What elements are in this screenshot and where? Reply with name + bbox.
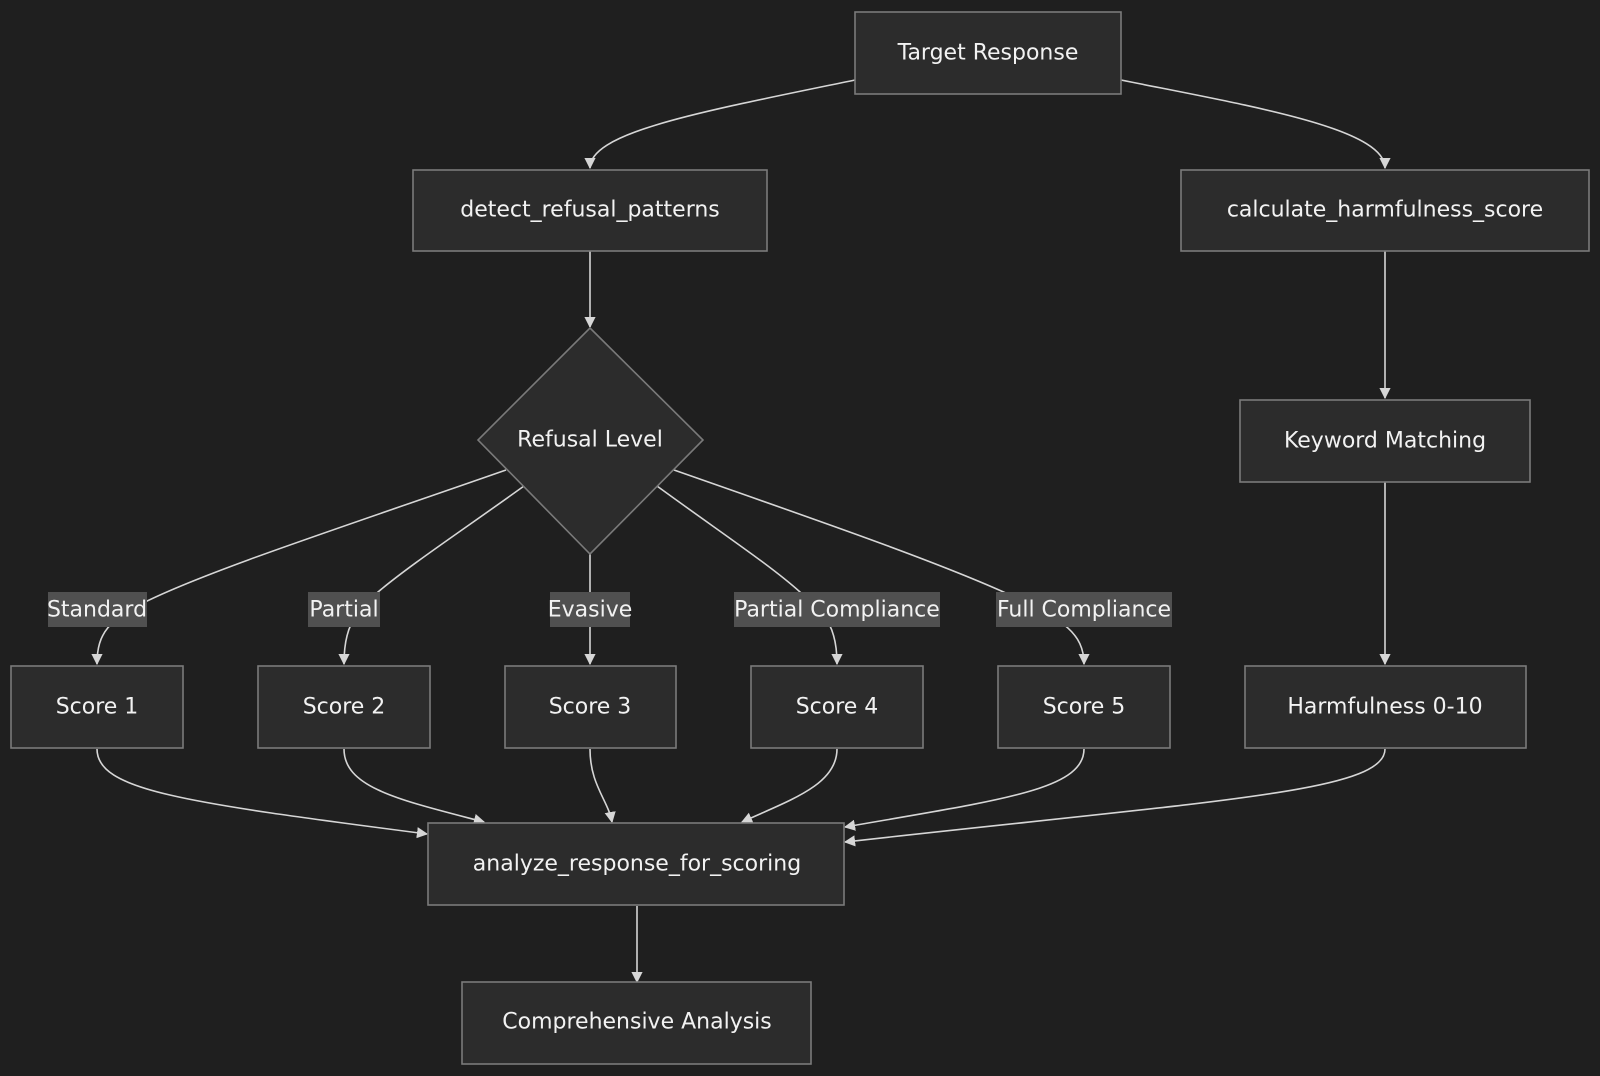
edge-label-full-compliance: Full Compliance xyxy=(996,592,1172,627)
edge-label-partial: Partial xyxy=(308,592,380,627)
edge-refusal-to-score-5 xyxy=(673,469,1090,666)
node-keyword-matching[interactable]: Keyword Matching xyxy=(1239,399,1531,483)
node-analyze-response-for-scoring[interactable]: analyze_response_for_scoring xyxy=(427,822,845,906)
node-target-response-label: Target Response xyxy=(897,41,1079,66)
node-keyword-matching-label: Keyword Matching xyxy=(1284,429,1486,454)
node-harmfulness-range[interactable]: Harmfulness 0-10 xyxy=(1244,665,1527,749)
edge-score-2-to-analyze xyxy=(343,748,486,825)
node-score-5[interactable]: Score 5 xyxy=(997,665,1171,749)
edge-score-1-to-analyze xyxy=(96,748,429,839)
node-calculate-harmfulness-score[interactable]: calculate_harmfulness_score xyxy=(1180,169,1590,252)
node-refusal-level-decision[interactable]: Refusal Level xyxy=(476,326,705,556)
node-score-4[interactable]: Score 4 xyxy=(750,665,924,749)
edge-target-to-detect xyxy=(584,79,856,170)
edge-label-evasive-text: Evasive xyxy=(548,598,633,623)
node-harmfulness-range-label: Harmfulness 0-10 xyxy=(1287,695,1482,720)
node-calculate-harmfulness-score-label: calculate_harmfulness_score xyxy=(1227,198,1543,223)
edges xyxy=(91,79,1391,984)
node-analyze-response-for-scoring-label: analyze_response_for_scoring xyxy=(473,852,801,877)
node-score-3[interactable]: Score 3 xyxy=(504,665,677,749)
node-comprehensive-analysis[interactable]: Comprehensive Analysis xyxy=(461,981,812,1065)
edge-refusal-to-score-2 xyxy=(338,485,525,666)
node-score-3-label: Score 3 xyxy=(549,695,632,720)
node-score-1-label: Score 1 xyxy=(56,695,139,720)
edge-refusal-to-score-1 xyxy=(91,469,507,666)
node-score-5-label: Score 5 xyxy=(1043,695,1126,720)
edge-score-5-to-analyze xyxy=(843,748,1085,831)
edge-score-4-to-analyze xyxy=(740,748,838,823)
edge-label-evasive: Evasive xyxy=(548,592,633,627)
edge-label-partial-compliance-text: Partial Compliance xyxy=(734,598,940,623)
edge-label-partial-compliance: Partial Compliance xyxy=(734,592,940,627)
edge-label-partial-text: Partial xyxy=(309,598,378,623)
node-comprehensive-analysis-label: Comprehensive Analysis xyxy=(502,1010,772,1035)
node-target-response[interactable]: Target Response xyxy=(854,11,1122,95)
edge-label-full-compliance-text: Full Compliance xyxy=(997,598,1171,623)
node-refusal-level-label: Refusal Level xyxy=(517,428,663,453)
node-score-4-label: Score 4 xyxy=(796,695,879,720)
node-detect-refusal-patterns[interactable]: detect_refusal_patterns xyxy=(412,169,768,252)
node-detect-refusal-patterns-label: detect_refusal_patterns xyxy=(460,198,720,223)
edge-target-to-calculate xyxy=(1120,79,1391,170)
edge-label-standard-text: Standard xyxy=(47,598,147,623)
edge-score-3-to-analyze xyxy=(589,748,616,824)
edge-refusal-to-score-4 xyxy=(656,485,843,666)
edge-harmfulness-to-analyze xyxy=(843,748,1386,847)
node-score-1[interactable]: Score 1 xyxy=(10,665,184,749)
node-score-2[interactable]: Score 2 xyxy=(257,665,431,749)
node-score-2-label: Score 2 xyxy=(303,695,386,720)
edge-label-standard: Standard xyxy=(47,592,147,627)
